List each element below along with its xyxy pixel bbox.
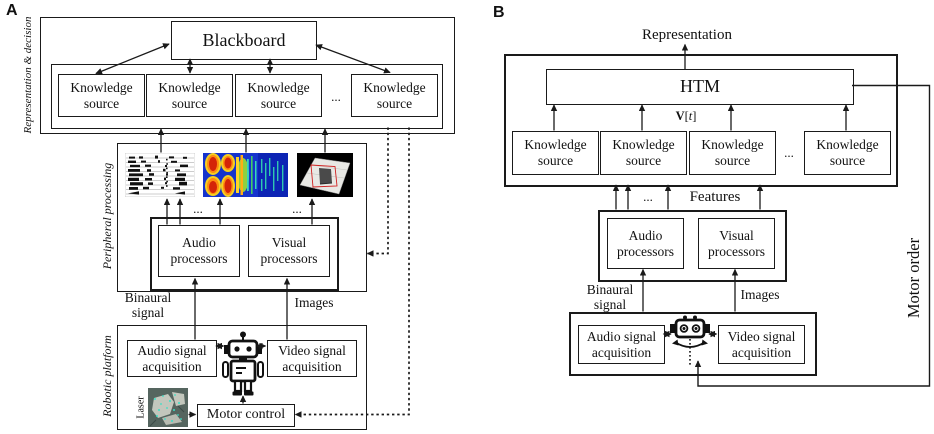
knowledge-source-box: Knowledge source	[235, 74, 322, 117]
v-t: t	[688, 109, 693, 123]
v-open-bracket: [	[684, 109, 689, 123]
visual-processors-box: Visual processors	[248, 225, 330, 277]
binaural-signal-label: Binaural signal	[124, 290, 172, 321]
video-acquisition-box: Video signal acquisition	[718, 325, 805, 364]
motor-control-box: Motor control	[197, 404, 295, 427]
v-bold: V	[675, 109, 685, 123]
representation-output-label: Representation	[642, 27, 732, 43]
knowledge-source-box: Knowledge source	[689, 131, 776, 175]
vision-image	[297, 153, 353, 197]
robot-icon	[221, 330, 265, 398]
robot-head-icon	[669, 315, 711, 369]
video-acquisition-box: Video signal acquisition	[267, 340, 357, 377]
motor-order-label: Motor order	[903, 237, 923, 319]
knowledge-source-box: Knowledge source	[804, 131, 891, 175]
spectrogram-image	[203, 153, 288, 197]
images-label: Images	[740, 287, 780, 302]
cochleagram-image	[125, 153, 195, 197]
audio-processors-box: Audio processors	[607, 218, 684, 269]
images-label: Images	[294, 295, 334, 310]
laser-label: Laser	[135, 395, 147, 419]
visual-processors-box: Visual processors	[698, 218, 775, 269]
blackboard-box: Blackboard	[171, 21, 317, 60]
peripheral-processing-label: Peripheral processing	[100, 162, 115, 270]
panel-b-letter: B	[493, 4, 505, 21]
knowledge-source-box: Knowledge source	[58, 74, 145, 117]
knowledge-source-box: Knowledge source	[351, 74, 438, 117]
knowledge-source-box: Knowledge source	[600, 131, 687, 175]
knowledge-source-box: Knowledge source	[512, 131, 599, 175]
audio-acquisition-box: Audio signal acquisition	[578, 325, 665, 364]
htm-box: HTM	[546, 69, 854, 105]
features-ellipsis: ...	[643, 189, 653, 204]
audio-processors-box: Audio processors	[158, 225, 240, 277]
binaural-signal-label: Binaural signal	[586, 282, 634, 313]
features-label: Features	[689, 189, 741, 205]
v-close-bracket: ]	[692, 109, 697, 123]
knowledge-source-ellipsis: ...	[331, 89, 341, 104]
audio-acquisition-box: Audio signal acquisition	[127, 340, 217, 377]
robotic-platform-label: Robotic platform	[100, 335, 115, 417]
input-vector-label: V[t]	[664, 109, 708, 123]
processor-arrows-ellipsis: ...	[292, 201, 302, 216]
knowledge-source-ellipsis: ...	[784, 145, 794, 160]
laser-map-image	[148, 388, 188, 427]
representation-decision-label: Representation & decision	[21, 16, 34, 134]
processor-arrows-ellipsis: ...	[193, 201, 203, 216]
panel-a-letter: A	[6, 2, 18, 19]
knowledge-source-box: Knowledge source	[146, 74, 233, 117]
